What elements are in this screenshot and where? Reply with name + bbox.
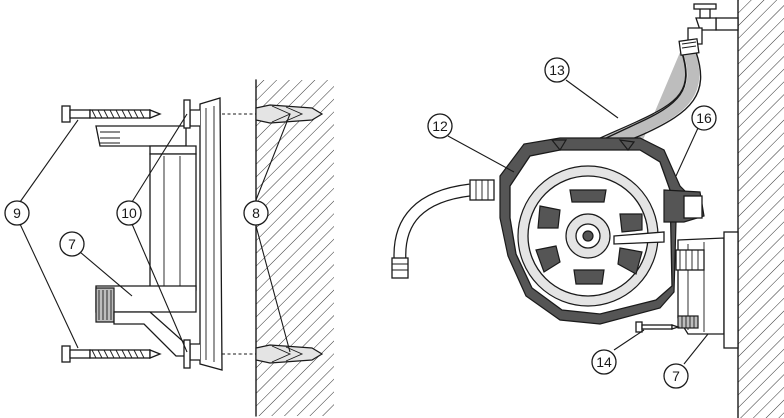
svg-text:8: 8: [252, 205, 260, 221]
callout-10: 10: [117, 201, 141, 225]
svg-text:10: 10: [121, 205, 137, 221]
left-wall: [256, 80, 334, 416]
callout-16: 16: [692, 106, 716, 130]
washer-bottom: [184, 340, 190, 368]
svg-text:13: 13: [549, 62, 565, 78]
callout-13: 13: [545, 58, 569, 82]
svg-text:7: 7: [68, 236, 76, 252]
callout-12: 12: [428, 114, 452, 138]
screw-bottom: [62, 346, 160, 362]
svg-text:14: 14: [596, 354, 612, 370]
wall-bracket-side: [96, 98, 222, 370]
wall-bracket-mounted: [676, 232, 738, 348]
svg-text:7: 7: [672, 368, 680, 384]
callout-7-left: 7: [60, 232, 84, 256]
svg-text:16: 16: [696, 110, 712, 126]
callout-7-right: 7: [664, 364, 688, 388]
right-wall: [738, 0, 784, 418]
callout-14: 14: [592, 350, 616, 374]
svg-text:9: 9: [13, 205, 21, 221]
wall-plug-top: [256, 105, 322, 123]
callout-9: 9: [5, 201, 29, 225]
svg-text:12: 12: [432, 118, 448, 134]
callout-8: 8: [244, 201, 268, 225]
outlet-hose: [392, 180, 494, 278]
water-tap: [688, 4, 738, 44]
reel-housing: [500, 138, 704, 324]
screw-top: [62, 106, 160, 122]
